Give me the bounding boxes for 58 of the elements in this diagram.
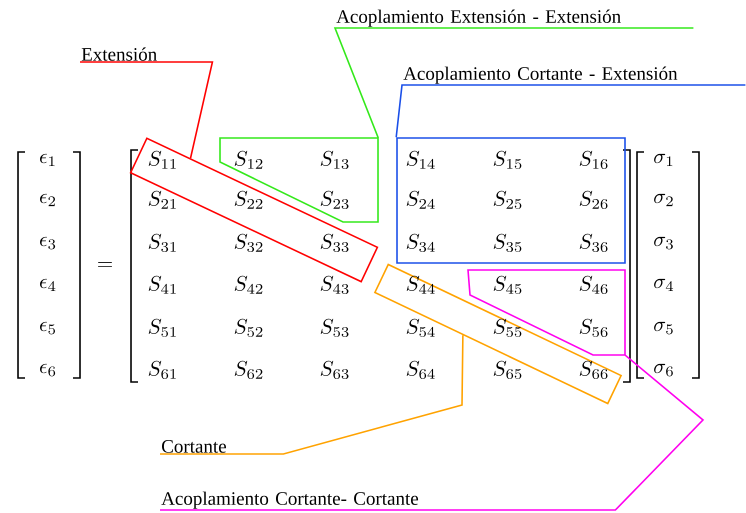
highlight-outline — [396, 137, 626, 264]
matrix-entry: $S_{21}$ — [148, 190, 176, 209]
stress-symbol: $\sigma_{5}$ — [654, 322, 673, 334]
matrix-entry: $S_{61}$ — [148, 360, 176, 380]
stress-symbol: $\sigma_{6}$ — [654, 364, 673, 376]
matrix-entry: $S_{56}$ — [580, 318, 608, 338]
matrix-entry: $S_{14}$ — [406, 150, 435, 169]
matrix-entry: $S_{34}$ — [406, 234, 435, 252]
matrix-entry: $S_{53}$ — [320, 318, 348, 338]
matrix-entry: $S_{22}$ — [234, 190, 262, 209]
matrix-entry: $S_{43}$ — [320, 276, 348, 294]
matrix-entry: $S_{45}$ — [494, 276, 522, 294]
equals-sign: $=$ — [98, 262, 112, 268]
matrix-entry: $S_{64}$ — [406, 360, 435, 380]
callout-label: Extensión — [82, 47, 157, 61]
leader-line — [160, 335, 464, 455]
matrix-entry: $S_{11}$ — [148, 150, 176, 169]
matrix-entry: $S_{42}$ — [234, 276, 262, 294]
leader-line — [395, 84, 746, 138]
matrix-entry: $S_{46}$ — [580, 276, 608, 294]
leader-line — [334, 27, 694, 138]
matrix-entry: $S_{25}$ — [494, 190, 522, 210]
callout-label: Acoplamiento Extensión - Extensión — [336, 10, 621, 27]
strain-symbol: $\epsilon_{3}$ — [40, 236, 56, 250]
leader-line — [160, 354, 704, 511]
strain-symbol: $\epsilon_{5}$ — [40, 322, 55, 334]
matrix-entry: $S_{26}$ — [580, 190, 608, 210]
matrix-entry: $S_{32}$ — [234, 234, 262, 252]
strain-symbol: $\epsilon_{6}$ — [40, 364, 56, 376]
stress-symbol: $\sigma_{3}$ — [654, 236, 673, 250]
strain-symbol: $\epsilon_{2}$ — [40, 194, 55, 206]
highlight-outline — [467, 269, 626, 356]
matrix-entry: $S_{52}$ — [234, 318, 262, 338]
matrix-entry: $S_{13}$ — [320, 150, 348, 170]
callout-label: Acoplamiento Cortante - Extensión — [403, 66, 678, 84]
matrix-entry: $S_{16}$ — [580, 150, 608, 170]
matrix-entry: $S_{15}$ — [494, 150, 522, 170]
stress-symbol: $\sigma_{2}$ — [654, 194, 673, 206]
highlight-outline — [219, 137, 379, 223]
matrix-entry: $S_{35}$ — [494, 234, 522, 252]
strain-symbol: $\epsilon_{1}$ — [40, 154, 54, 166]
matrix-entry: $S_{24}$ — [406, 190, 435, 209]
callout-label: Acoplamiento Cortante- Cortante — [161, 492, 418, 509]
matrix-entry: $S_{65}$ — [494, 360, 522, 380]
matrix-entry: $S_{62}$ — [234, 360, 262, 380]
matrix-entry: $S_{66}$ — [580, 360, 608, 380]
matrix-entry: $S_{36}$ — [580, 234, 608, 252]
matrix-entry: $S_{55}$ — [494, 318, 522, 338]
matrix-entry: $S_{54}$ — [406, 318, 435, 338]
strain-symbol: $\epsilon_{4}$ — [40, 278, 56, 292]
callout-label: Cortante — [162, 440, 226, 453]
matrix-entry: $S_{41}$ — [148, 276, 176, 294]
stress-symbol: $\sigma_{4}$ — [654, 278, 674, 292]
matrix-entry: $S_{33}$ — [320, 234, 348, 252]
matrix-entry: $S_{12}$ — [234, 150, 262, 169]
leader-line — [80, 61, 214, 158]
matrix-entry: $S_{31}$ — [148, 234, 176, 252]
matrix-entry: $S_{23}$ — [320, 190, 348, 210]
